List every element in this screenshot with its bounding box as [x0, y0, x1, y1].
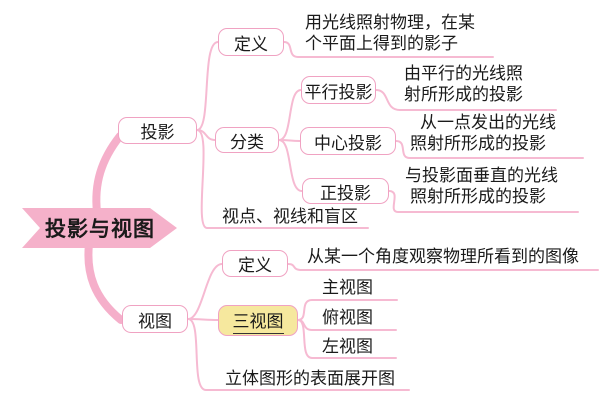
node-projection-definition[interactable]: 定义 [218, 28, 284, 56]
node-parallel-projection[interactable]: 平行投影 [301, 76, 376, 104]
connector-central-desc [395, 140, 584, 159]
node-central-projection[interactable]: 中心投影 [300, 127, 396, 155]
text-parallel-desc[interactable]: 由平行的光线照 射所形成的投影 [404, 64, 523, 105]
text-projection-definition-desc[interactable]: 用光线照射物理，在某 个平面上得到的影子 [305, 13, 475, 54]
node-classification[interactable]: 分类 [215, 127, 279, 153]
branch-ribbon-view [84, 240, 125, 324]
desc-line1: 从一点发出的光线 [420, 113, 556, 132]
connector-definition-desc [283, 41, 494, 58]
node-view[interactable]: 视图 [122, 305, 188, 333]
connector-view-threeviews [187, 318, 219, 321]
connector-projection-definition [196, 41, 219, 131]
connector-viewdef-desc [287, 263, 599, 271]
text-top-view[interactable]: 俯视图 [322, 308, 373, 327]
connector-threeviews-left [297, 319, 397, 359]
desc-line1: 用光线照射物理，在某 [305, 13, 475, 32]
root-topic[interactable]: 投影与视图 [45, 218, 155, 241]
text-front-view[interactable]: 主视图 [322, 278, 373, 297]
text-view-definition-desc[interactable]: 从某一个角度观察物理所看到的图像 [307, 247, 579, 266]
node-three-views[interactable]: 三视图 [218, 305, 298, 336]
connector-classification-parallel [278, 89, 302, 141]
desc-line2: 照射所形成的投影 [410, 186, 546, 206]
topic-connectors [187, 41, 599, 391]
connector-threeviews-front [297, 299, 398, 321]
connector-ortho-desc [388, 190, 579, 213]
connector-classification-ortho [278, 139, 303, 192]
text-ortho-desc[interactable]: 与投影面垂直的光线 照射所形成的投影 [405, 166, 558, 207]
desc-line2: 照射所形成的投影 [410, 133, 546, 153]
text-left-view[interactable]: 左视图 [322, 337, 373, 356]
connector-view-definition [187, 263, 223, 320]
text-central-desc[interactable]: 从一点发出的光线 照射所形成的投影 [410, 113, 556, 154]
three-views-label: 三视图 [232, 307, 284, 334]
connector-projection-viewpoint [196, 129, 369, 229]
desc-line2: 个平面上得到的影子 [305, 33, 458, 53]
text-viewpoint-sightline-blindzone[interactable]: 视点、视线和盲区 [222, 207, 358, 226]
node-projection[interactable]: 投影 [118, 117, 197, 144]
desc-line1: 与投影面垂直的光线 [405, 166, 558, 185]
root-branch-ribbons [84, 132, 125, 324]
desc-line2: 射所形成的投影 [404, 84, 523, 104]
node-ortho-projection[interactable]: 正投影 [302, 178, 389, 204]
text-surface-unfold[interactable]: 立体图形的表面展开图 [225, 369, 395, 388]
node-view-definition[interactable]: 定义 [222, 250, 288, 277]
desc-line1: 由平行的光线照 [404, 64, 523, 83]
branch-ribbon-projection [92, 132, 124, 216]
connector-view-surface [187, 318, 410, 391]
connector-parallel-desc [375, 89, 557, 111]
